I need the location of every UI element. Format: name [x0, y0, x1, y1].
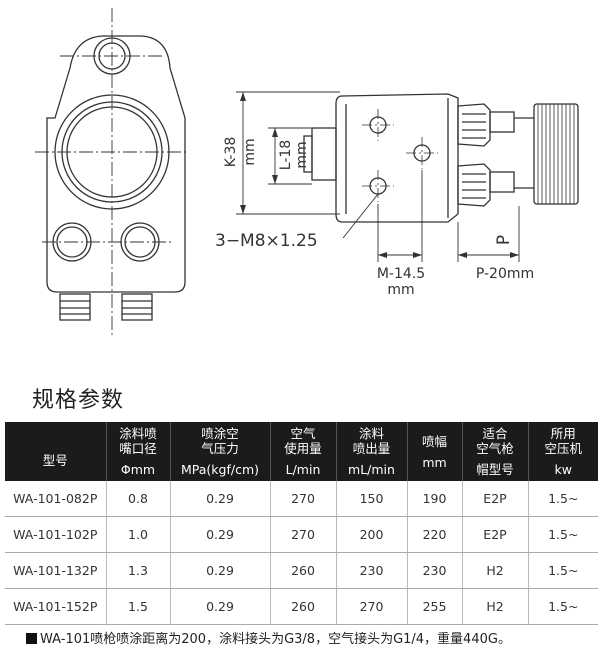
spec-header-unit: mL/min	[348, 462, 395, 477]
table-cell: 190	[406, 481, 462, 517]
table-cell: 1.5~	[527, 552, 598, 589]
spec-header-text: 嘴口径	[119, 441, 157, 456]
dim-p-label: P	[494, 235, 514, 245]
table-cell: 200	[335, 516, 407, 553]
spec-header-text: 空气	[290, 426, 316, 441]
spec-header-unit: kw	[554, 462, 572, 477]
dimension-arrows	[240, 92, 519, 258]
dim-m-label: M-14.5	[377, 266, 425, 282]
spec-header-text: 空气枪	[476, 441, 514, 456]
side-view	[303, 93, 579, 223]
table-cell: 270	[269, 481, 336, 517]
spec-header-unit: L/min	[285, 462, 321, 477]
spec-header-text: 空压机	[544, 441, 582, 456]
table-cell: 0.29	[169, 481, 270, 517]
table-cell: 1.5~	[527, 481, 598, 517]
spec-note-text: WA-101喷枪喷涂距离为200，涂料接头为G3/8，空气接头为G1/4，重量4…	[40, 632, 511, 647]
spec-header-cell: 涂料喷嘴口径 Φmm	[105, 422, 170, 481]
knob-knurling	[537, 104, 575, 204]
spec-header-cell: 空气使用量 L/min	[269, 422, 336, 481]
spec-header-cell: 所用空压机 kw	[527, 422, 598, 481]
spec-header-text: 所用	[550, 426, 576, 441]
front-view	[46, 35, 186, 321]
dim-l-unit: mm	[294, 141, 310, 168]
table-cell: 1.5~	[527, 516, 598, 553]
table-cell: 255	[406, 588, 462, 625]
spec-header-cell: 涂料喷出量 mL/min	[335, 422, 407, 481]
spec-header-cell: 型号	[5, 422, 106, 481]
thread-spec-label: 3−M8×1.25	[215, 231, 318, 251]
dim-m-unit: mm	[387, 282, 414, 298]
technical-drawing: K-38 mm L-18 mm 3−M8×1.25 P M-14.5 mm P-…	[35, 8, 579, 335]
spec-title: 规格参数	[32, 388, 125, 413]
spec-note: WA-101喷枪喷涂距离为200，涂料接头为G3/8，空气接头为G1/4，重量4…	[26, 628, 511, 647]
table-cell: 220	[406, 516, 462, 553]
table-cell: H2	[461, 552, 528, 589]
table-cell: WA-101-102P	[5, 516, 106, 553]
table-cell: E2P	[461, 516, 528, 553]
spec-table: 型号 涂料喷嘴口径 Φmm 喷涂空气压力 MPa(kgf/cm) 空气使用量 L/min 涂料…	[5, 422, 598, 625]
dim-l-label: L-18	[278, 140, 294, 170]
table-cell: 1.0	[105, 516, 170, 553]
spec-header-unit: mm	[422, 454, 447, 470]
spec-header-text: 喷涂空	[201, 426, 239, 441]
spec-header-text: 喷幅	[421, 433, 447, 449]
table-cell: 1.5	[105, 588, 170, 625]
table-cell: 230	[335, 552, 407, 589]
table-cell: 270	[269, 516, 336, 553]
table-cell: 0.29	[169, 588, 270, 625]
table-cell: 1.3	[105, 552, 170, 589]
spec-header-text: 型号	[42, 453, 68, 468]
table-cell: WA-101-132P	[5, 552, 106, 589]
dim-p-value: P-20mm	[476, 266, 534, 282]
table-cell: 270	[335, 588, 407, 625]
dim-k-label: K-38	[223, 137, 239, 168]
spec-header-text: 适合	[482, 426, 508, 441]
spec-header-cell: 适合空气枪帽型号	[461, 422, 528, 481]
table-cell: 260	[269, 552, 336, 589]
spec-header-text: 使用量	[284, 441, 322, 456]
table-cell: H2	[461, 588, 528, 625]
spec-header-unit: Φmm	[120, 462, 156, 477]
table-cell: 0.29	[169, 552, 270, 589]
table-cell: 230	[406, 552, 462, 589]
table-cell: E2P	[461, 481, 528, 517]
spec-header-row: 型号 涂料喷嘴口径 Φmm 喷涂空气压力 MPa(kgf/cm) 空气使用量 L/min 涂料…	[5, 422, 598, 481]
table-cell: 260	[269, 588, 336, 625]
side-center-lines	[362, 109, 438, 202]
dim-k-unit: mm	[242, 138, 258, 165]
table-cell: WA-101-082P	[5, 481, 106, 517]
table-cell: 1.5~	[527, 588, 598, 625]
spec-header-text: 气压力	[201, 441, 239, 456]
table-cell: 0.8	[105, 481, 170, 517]
spec-header-text: 涂料	[358, 426, 384, 441]
spec-header-cell: 喷幅 mm	[406, 422, 462, 481]
center-lines	[35, 8, 188, 335]
spec-header-text: 喷出量	[352, 441, 391, 456]
bullet-square-icon	[26, 633, 37, 644]
spec-header-cell: 喷涂空气压力 MPa(kgf/cm)	[169, 422, 270, 481]
spec-header-unit: MPa(kgf/cm)	[180, 462, 259, 477]
table-cell: 0.29	[169, 516, 270, 553]
spec-header-text: 涂料喷	[119, 426, 157, 441]
table-cell: 150	[335, 481, 407, 517]
table-cell: WA-101-152P	[5, 588, 106, 625]
spec-header-unit: 帽型号	[476, 462, 514, 477]
